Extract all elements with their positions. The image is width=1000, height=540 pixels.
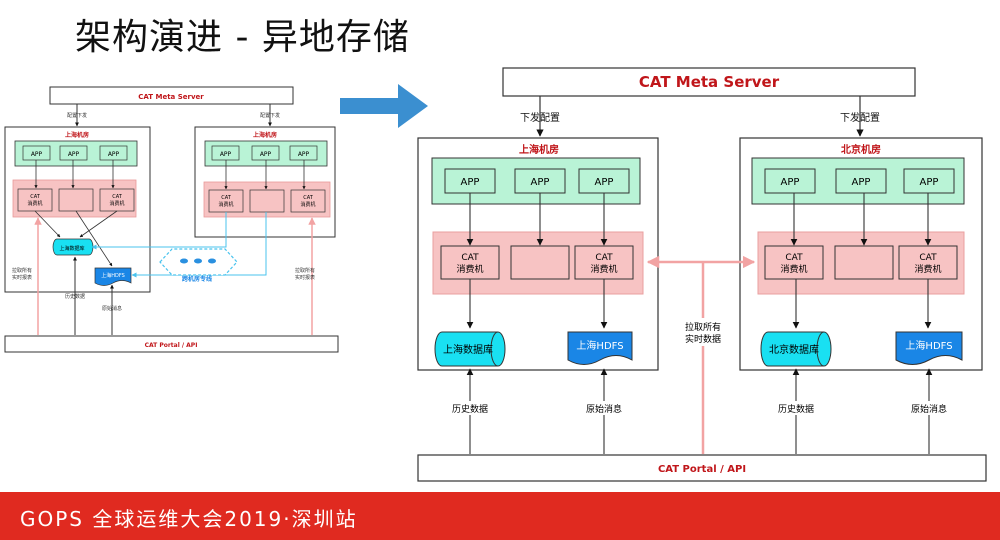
app-label: APP <box>595 177 614 188</box>
small-app-label: APP <box>220 151 232 158</box>
small-db-cylinder <box>52 238 94 256</box>
portal-label: CAT Portal / API <box>658 464 746 475</box>
footer-text: GOPS 全球运维大会2019·深圳站 <box>20 507 358 531</box>
consumer-label-2: 消费机 <box>456 263 483 275</box>
small-app-label: APP <box>31 151 43 158</box>
history-right-label: 历史数据 <box>778 403 814 415</box>
db-left-label: 上海数据库 <box>443 343 493 356</box>
dc-right-label: 北京机房 <box>841 143 881 156</box>
consumer-box <box>898 245 958 280</box>
app-box <box>835 168 887 194</box>
small-history-label: 历史数据 <box>65 293 85 300</box>
raw-right-label: 原始消息 <box>911 403 947 415</box>
consumer-box <box>440 245 500 280</box>
small-pull-right-1: 拉取所有 <box>295 267 315 274</box>
architecture-diagram: CAT Meta Server 配置下发 配置下发 上海机房 APP APP A… <box>4 67 987 482</box>
small-db-label: 上海数据库 <box>59 245 84 252</box>
app-box <box>903 168 955 194</box>
consumer-label-2: 消费机 <box>780 263 807 275</box>
consumer-box <box>834 245 894 280</box>
consumer-label-1: CAT <box>919 253 937 263</box>
small-hdfs-label: 上海HDFS <box>101 272 125 279</box>
small-portal-box <box>4 335 339 353</box>
history-left-label: 历史数据 <box>452 403 488 415</box>
consumer-label-2: 消费机 <box>590 263 617 275</box>
small-config-left: 配置下发 <box>67 112 87 119</box>
consumer-box <box>574 245 634 280</box>
dc-left-label: 上海机房 <box>519 143 559 156</box>
small-consumer-box <box>17 188 53 212</box>
small-consumer-label-1: CAT <box>112 194 123 200</box>
app-label: APP <box>461 177 480 188</box>
hdfs-left-label: 上海HDFS <box>576 339 623 352</box>
small-consumer-box <box>290 189 326 213</box>
footer-bar <box>0 492 1000 540</box>
small-pull-left-2: 实时报表 <box>12 274 32 281</box>
small-portal-label: CAT Portal / API <box>145 342 198 349</box>
consumer-label-1: CAT <box>461 253 479 263</box>
db-right-label: 北京数据库 <box>769 343 819 356</box>
small-app-label: APP <box>108 151 120 158</box>
small-app-box <box>99 145 128 161</box>
consumer-label-1: CAT <box>595 253 613 263</box>
config-right-label: 下发配置 <box>840 111 880 124</box>
small-consumer-label-1: CAT <box>30 194 41 200</box>
slide-title: 架构演进 - 异地存储 <box>75 17 410 58</box>
small-app-label: APP <box>68 151 80 158</box>
hdfs-right-label: 上海HDFS <box>905 339 952 352</box>
consumer-label-1: CAT <box>785 253 803 263</box>
app-box <box>764 168 816 194</box>
small-app-box <box>251 145 280 161</box>
pull-label-1: 拉取所有 <box>685 321 721 333</box>
app-box <box>444 168 496 194</box>
small-app-box <box>211 145 240 161</box>
app-label: APP <box>781 177 800 188</box>
small-raw-label: 原始消息 <box>102 305 122 312</box>
app-box <box>514 168 566 194</box>
small-dc-left-label: 上海机房 <box>65 131 89 139</box>
app-label: APP <box>531 177 550 188</box>
transition-arrow <box>340 84 428 128</box>
small-app-box <box>22 145 51 161</box>
meta-server-label: CAT Meta Server <box>639 73 780 91</box>
new-architecture: CAT Meta Server 下发配置 下发配置 上海机房 APP APP A… <box>417 67 987 482</box>
consumer-label-2: 消费机 <box>914 263 941 275</box>
small-meta-server-box <box>49 86 294 105</box>
small-app-box <box>59 145 88 161</box>
small-consumer-box <box>58 188 94 212</box>
small-consumer-box <box>249 189 285 213</box>
small-config-right: 配置下发 <box>260 112 280 119</box>
small-dc-right-label: 上海机房 <box>253 131 277 139</box>
consumer-box <box>764 245 824 280</box>
config-left-label: 下发配置 <box>520 111 560 124</box>
small-app-box <box>289 145 318 161</box>
small-consumer-label-2: 消费机 <box>218 201 233 208</box>
app-label: APP <box>852 177 871 188</box>
old-architecture: CAT Meta Server 配置下发 配置下发 上海机房 APP APP A… <box>4 86 339 353</box>
small-consumer-label-2: 消费机 <box>109 200 124 207</box>
small-app-label: APP <box>298 151 310 158</box>
meta-server-box <box>502 67 916 97</box>
small-pull-left-1: 拉取所有 <box>12 267 32 274</box>
small-consumer-box <box>208 189 244 213</box>
small-app-label: APP <box>260 151 272 158</box>
small-consumer-label-2: 消费机 <box>300 201 315 208</box>
small-hdfs-doc <box>94 267 132 286</box>
pull-label-2: 实时数据 <box>685 333 721 345</box>
small-meta-server-label: CAT Meta Server <box>138 93 204 101</box>
small-consumer-label-1: CAT <box>221 195 232 201</box>
small-consumer-label-1: CAT <box>303 195 314 201</box>
small-pull-right-2: 实时报表 <box>295 274 315 281</box>
hdfs-left-doc <box>567 331 633 365</box>
raw-left-label: 原始消息 <box>586 403 622 415</box>
app-label: APP <box>920 177 939 188</box>
consumer-box <box>510 245 570 280</box>
portal-box <box>417 454 987 482</box>
small-link-label: 跨机房专线 <box>182 275 212 283</box>
small-consumer-box <box>99 188 135 212</box>
hdfs-right-doc <box>895 331 963 365</box>
small-consumer-label-2: 消费机 <box>27 200 42 207</box>
